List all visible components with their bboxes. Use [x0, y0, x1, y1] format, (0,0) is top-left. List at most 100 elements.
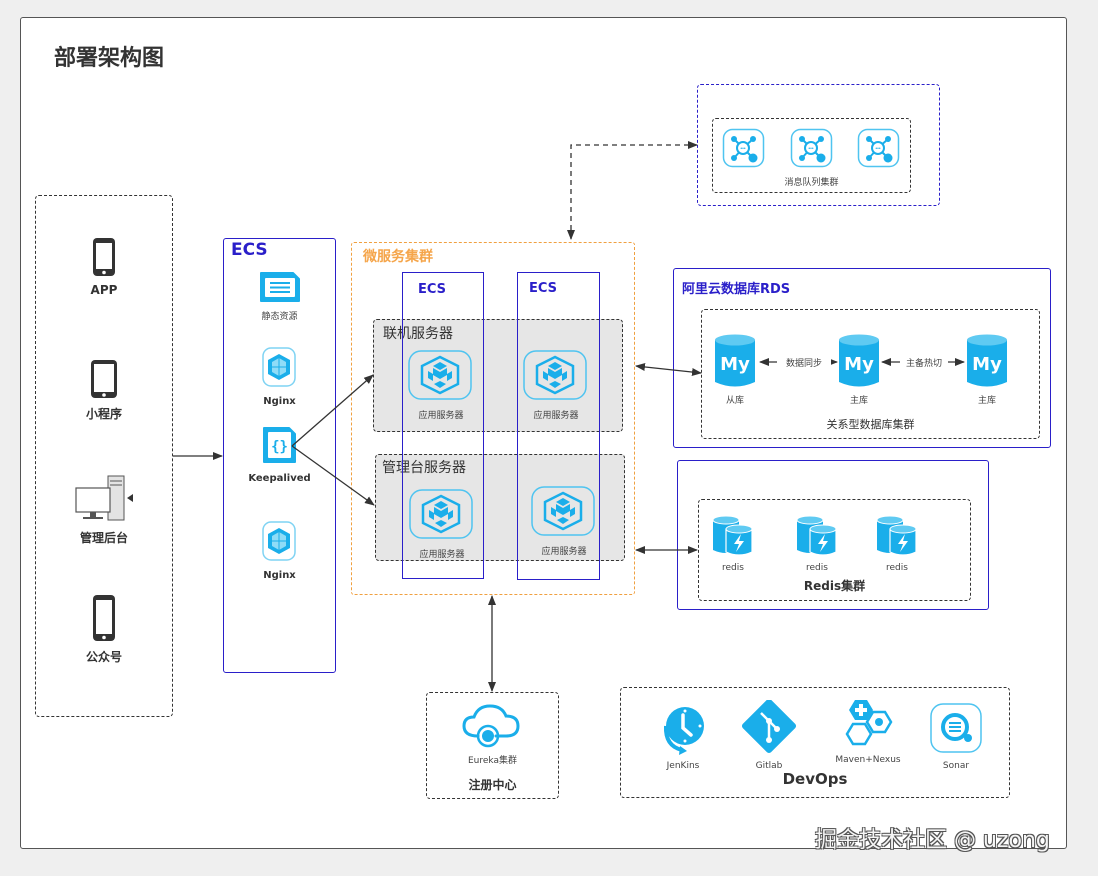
cloud-registry-icon [462, 704, 520, 748]
rds-link-failover-label-overlay: 主备热切 [900, 356, 948, 369]
devops-tool-maven-nexus[interactable]: Maven+Nexus [827, 698, 909, 765]
svg-text:My: My [720, 354, 750, 375]
devops-tool-label: Gitlab [755, 761, 783, 771]
admin-server-group [375, 454, 625, 561]
mq-cluster-label: 消息队列集群 [784, 178, 839, 188]
client-label: 公众号 [85, 650, 122, 664]
git-branch-icon [741, 698, 797, 754]
devops-heading: DevOps [782, 770, 848, 788]
app-server-label: 应用服务器 [418, 411, 464, 421]
gateway-nginx-2[interactable]: Nginx [223, 520, 336, 581]
client-label: APP [90, 283, 118, 297]
sonar-search-icon [930, 703, 982, 753]
devops-tool-label: Maven+Nexus [835, 755, 901, 765]
rds-cluster-label: 关系型数据库集群 [826, 418, 915, 431]
client-miniprogram[interactable]: 小程序 [35, 358, 173, 422]
eureka-cluster[interactable]: Eureka集群 [426, 700, 559, 766]
registry-heading: 注册中心 [468, 778, 517, 792]
mysql-database-icon: My [839, 334, 879, 387]
online-server-group [373, 319, 623, 432]
ecs-column-1 [402, 272, 484, 579]
app-server-label: 应用服务器 [419, 550, 465, 560]
clients-group [35, 195, 173, 717]
app-server-cube-icon [408, 350, 472, 400]
mq-node[interactable]: ••• [722, 128, 767, 170]
gateway-label: 静态资源 [261, 312, 298, 322]
gateway-heading: ECS [231, 240, 268, 260]
desktop-computer-icon [75, 475, 133, 521]
rds-group [673, 268, 1051, 448]
gateway-label: Keepalived [248, 473, 311, 484]
microservice-heading: 微服务集群 [363, 249, 433, 265]
message-queue-icon: ••• [790, 128, 833, 168]
devops-tool-jenkins[interactable]: JenKins [649, 700, 717, 771]
client-admin[interactable]: 管理后台 [35, 474, 173, 546]
document-icon [260, 272, 300, 302]
nginx-cube-icon [262, 347, 296, 387]
app-server-online-2[interactable]: 应用服务器 [515, 349, 597, 421]
rds-node-primary-1[interactable]: My 主库 [832, 332, 886, 406]
gateway-keepalived[interactable]: {} Keepalived [223, 426, 336, 484]
page-title: 部署架构图 [54, 46, 165, 71]
redis-group [677, 460, 989, 610]
jenkins-clock-icon [663, 707, 704, 755]
eureka-label: Eureka集群 [468, 756, 517, 766]
app-server-cube-icon [531, 486, 595, 536]
svg-text:•••: ••• [808, 146, 814, 152]
rds-node-label: 从库 [725, 396, 744, 406]
redis-cluster-label: Redis集群 [803, 579, 866, 593]
gateway-nginx-1[interactable]: Nginx [223, 346, 336, 407]
app-server-online-1[interactable]: 应用服务器 [400, 349, 482, 421]
mq-cluster [712, 118, 911, 193]
mq-node[interactable]: ••• [857, 128, 902, 170]
watermark: 掘金技术社区 @ uzong [815, 828, 1050, 853]
redis-node-label: redis [722, 563, 744, 573]
svg-text:My: My [844, 354, 874, 375]
svg-text:My: My [972, 354, 1002, 375]
ecs-column-label: ECS [418, 282, 447, 297]
hexagon-packages-icon [845, 700, 893, 746]
mq-node[interactable]: ••• [790, 128, 835, 170]
redis-node-label: redis [806, 563, 828, 573]
redis-node[interactable]: redis [792, 514, 842, 573]
devops-tool-label: Sonar [942, 761, 970, 771]
online-server-group-title: 联机服务器 [383, 326, 453, 342]
client-app[interactable]: APP [35, 236, 173, 297]
app-server-cube-icon [523, 350, 587, 400]
redis-cache-icon [876, 515, 917, 556]
redis-node-label: redis [886, 563, 908, 573]
client-label: 小程序 [85, 407, 122, 421]
app-server-admin-1[interactable]: 应用服务器 [401, 488, 483, 560]
svg-text:{}: {} [271, 439, 288, 455]
ecs-column-label: ECS [529, 281, 558, 296]
gateway-static-resources[interactable]: 静态资源 [223, 270, 336, 322]
nginx-cube-icon [262, 521, 296, 561]
svg-text:•••: ••• [740, 146, 746, 152]
rds-node-label: 主库 [977, 396, 996, 406]
registry-group [426, 692, 559, 799]
ecs-column-2 [517, 272, 600, 580]
mysql-database-icon: My [715, 334, 755, 387]
rds-node-primary-2[interactable]: My 主库 [960, 332, 1014, 406]
redis-cluster [698, 499, 971, 601]
smartphone-icon [93, 238, 115, 276]
redis-node[interactable]: redis [872, 514, 922, 573]
svg-text:•••: ••• [875, 146, 881, 152]
app-server-admin-2[interactable]: 应用服务器 [523, 485, 605, 557]
rds-link-sync-label-overlay: 数据同步 [777, 356, 831, 369]
client-label: 管理后台 [79, 531, 128, 545]
diagram-canvas [20, 17, 1067, 849]
app-server-cube-icon [409, 489, 473, 539]
devops-tool-gitlab[interactable]: Gitlab [735, 698, 803, 771]
rds-node-replica[interactable]: My 从库 [708, 332, 762, 406]
smartphone-icon [93, 595, 115, 641]
devops-tool-sonar[interactable]: Sonar [922, 700, 990, 771]
redis-node[interactable]: redis [708, 514, 758, 573]
redis-cache-icon [796, 515, 837, 556]
code-file-icon: {} [263, 427, 296, 463]
message-queue-icon: ••• [857, 128, 900, 168]
app-server-label: 应用服务器 [541, 547, 587, 557]
admin-server-group-title: 管理台服务器 [382, 460, 466, 476]
rds-heading: 阿里云数据库RDS [682, 282, 791, 297]
client-official-account[interactable]: 公众号 [35, 593, 173, 665]
